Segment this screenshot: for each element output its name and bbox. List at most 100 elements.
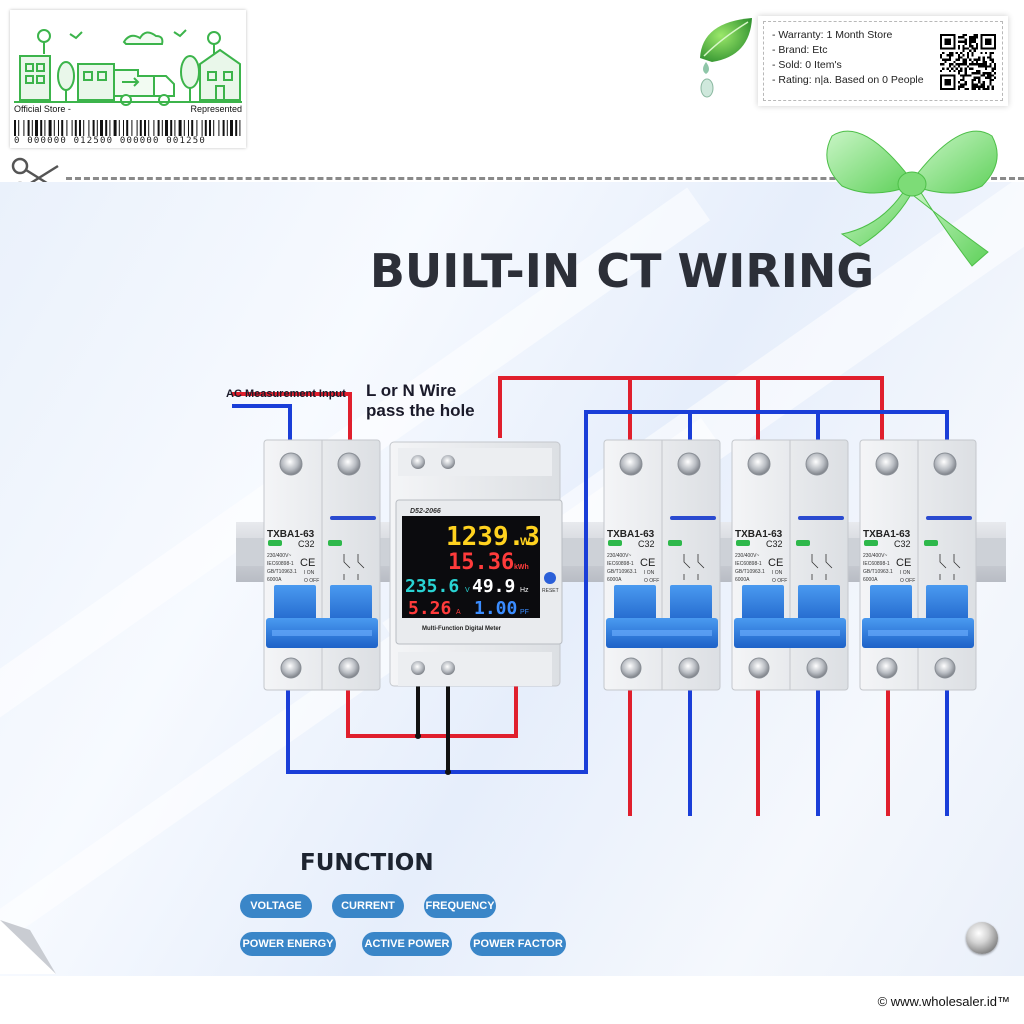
wiring-diagram: AC Measurement Input L or N Wire pass th… — [226, 376, 1006, 816]
info-sold: - Sold: 0 Item's — [772, 59, 842, 71]
info-list: - Warranty: 1 Month Store - Brand: Etc -… — [772, 28, 924, 88]
breaker-off-label: O OFF — [304, 578, 319, 584]
breaker-spec: GB/T10963.1 — [267, 569, 297, 575]
breaker-spec: IEC60898-1 — [607, 561, 634, 567]
function-pill-frequency: FREQUENCY — [424, 894, 496, 918]
meter-voltage-unit: V — [465, 587, 470, 594]
ac-input-label: AC Measurement Input — [226, 388, 346, 400]
digital-meter: D52-2066 1239.3 W 15.36 kWh 235.6 V 49.9… — [389, 441, 563, 687]
breaker-spec: IEC60898-1 — [267, 561, 294, 567]
function-pill-power-energy: POWER ENERGY — [240, 932, 336, 956]
schematic-symbol-icon — [811, 554, 833, 580]
product-info-card: - Warranty: 1 Month Store - Brand: Etc -… — [758, 16, 1008, 106]
meter-current-unit: A — [456, 609, 461, 616]
breaker-spec: GB/T10963.1 — [863, 569, 893, 575]
info-rating: - Rating: n|a. Based on 0 People — [772, 74, 924, 86]
footer-copyright: © www.wholesaler.id™ — [877, 994, 1010, 1009]
breaker-toggle[interactable] — [266, 585, 378, 648]
circuit-breaker: TXBA1-63C32230/400V~IEC60898-1GB/T10963.… — [859, 439, 977, 691]
qr-code-icon[interactable] — [940, 34, 996, 90]
meter-frequency-unit: Hz — [520, 587, 529, 594]
breaker-spec: 230/400V~ — [735, 553, 759, 559]
meter-caption: Multi-Function Digital Meter — [422, 626, 502, 632]
breaker-spec: 230/400V~ — [607, 553, 631, 559]
store-label-left: Official Store - — [14, 104, 71, 114]
scroll-knob-icon[interactable] — [966, 922, 998, 954]
meter-neutral-loop — [286, 686, 588, 774]
barcode-number: 0 000000 012500 000000 001250 — [14, 136, 206, 146]
schematic-symbol-icon — [939, 554, 961, 580]
meter-energy-value: 15.36 — [448, 550, 514, 575]
breaker-toggle[interactable] — [734, 585, 846, 648]
breaker-spec: IEC60898-1 — [863, 561, 890, 567]
meter-current-value: 5.26 — [408, 598, 451, 619]
info-brand: - Brand: Etc — [772, 44, 828, 56]
cut-line-divider — [66, 177, 1024, 180]
meter-pf-value: 1.00 — [474, 598, 517, 619]
breaker-spec: IEC60898-1 — [735, 561, 762, 567]
breaker-model: TXBA1-63 — [607, 529, 655, 540]
breaker-spec: 6000A — [735, 577, 750, 583]
meter-energy-unit: kWh — [514, 564, 529, 571]
meter-frequency-value: 49.9 — [472, 576, 515, 597]
breaker-spec: 230/400V~ — [863, 553, 887, 559]
breaker-rating: C32 — [638, 539, 655, 549]
info-warranty: - Warranty: 1 Month Store — [772, 29, 893, 41]
breaker-spec: 6000A — [607, 577, 622, 583]
breaker-rating: C32 — [894, 539, 911, 549]
meter-pf-unit: PF — [520, 609, 529, 616]
breaker-off-label: O OFF — [644, 578, 659, 584]
meter-power-value: 1239.3 — [446, 522, 540, 552]
breaker-rating: C32 — [298, 539, 315, 549]
breaker-spec: 230/400V~ — [267, 553, 291, 559]
breaker-off-label: O OFF — [772, 578, 787, 584]
function-pill-current: CURRENT — [332, 894, 404, 918]
leaf-drop-icon — [700, 18, 752, 98]
page-curl-icon — [0, 920, 56, 974]
schematic-symbol-icon — [683, 554, 705, 580]
ce-mark-icon: CE — [300, 557, 315, 569]
official-store-badge: Official Store - Represented 0 000000 01… — [10, 10, 246, 148]
breaker-on-label: I ON — [304, 570, 315, 576]
meter-reset-label: RESET — [542, 588, 559, 594]
wiring-title: BUILT-IN CT WIRING — [369, 244, 875, 298]
barcode — [14, 120, 241, 136]
ce-mark-icon: CE — [896, 557, 911, 569]
meter-reset-button[interactable] — [544, 572, 556, 584]
ce-mark-icon: CE — [768, 557, 783, 569]
function-pill-power-factor: POWER FACTOR — [470, 932, 566, 956]
store-label-right: Represented — [190, 104, 242, 114]
wire-label-line2: pass the hole — [366, 401, 475, 420]
breaker-spec: 6000A — [863, 577, 878, 583]
breaker-spec: 6000A — [267, 577, 282, 583]
breaker-toggle[interactable] — [862, 585, 974, 648]
info-card-border: - Warranty: 1 Month Store - Brand: Etc -… — [763, 21, 1003, 101]
meter-model: D52-2066 — [410, 508, 441, 515]
breaker-toggle[interactable] — [606, 585, 718, 648]
product-image: BUILT-IN CT WIRING AC Measurement Input — [0, 182, 1024, 976]
gift-bow-icon — [826, 130, 998, 267]
ce-mark-icon: CE — [640, 557, 655, 569]
breaker-on-label: I ON — [644, 570, 655, 576]
schematic-symbol-icon — [343, 554, 365, 580]
breaker-rating: C32 — [766, 539, 783, 549]
live-bus-wire — [498, 376, 884, 440]
meter-power-unit: W — [520, 536, 531, 548]
breaker-on-label: I ON — [900, 570, 911, 576]
function-title: FUNCTION — [300, 850, 434, 876]
neutral-bus-wire — [584, 410, 949, 764]
breaker-spec: GB/T10963.1 — [735, 569, 765, 575]
store-illustration — [14, 29, 242, 106]
breaker-model: TXBA1-63 — [735, 529, 783, 540]
wire-label-line1: L or N Wire — [366, 381, 456, 400]
function-pill-voltage: VOLTAGE — [240, 894, 312, 918]
breaker-on-label: I ON — [772, 570, 783, 576]
function-pill-active-power: ACTIVE POWER — [362, 932, 452, 956]
ac-input-live — [232, 392, 352, 462]
breaker-off-label: O OFF — [900, 578, 915, 584]
breaker-model: TXBA1-63 — [267, 529, 315, 540]
breaker-spec: GB/T10963.1 — [607, 569, 637, 575]
